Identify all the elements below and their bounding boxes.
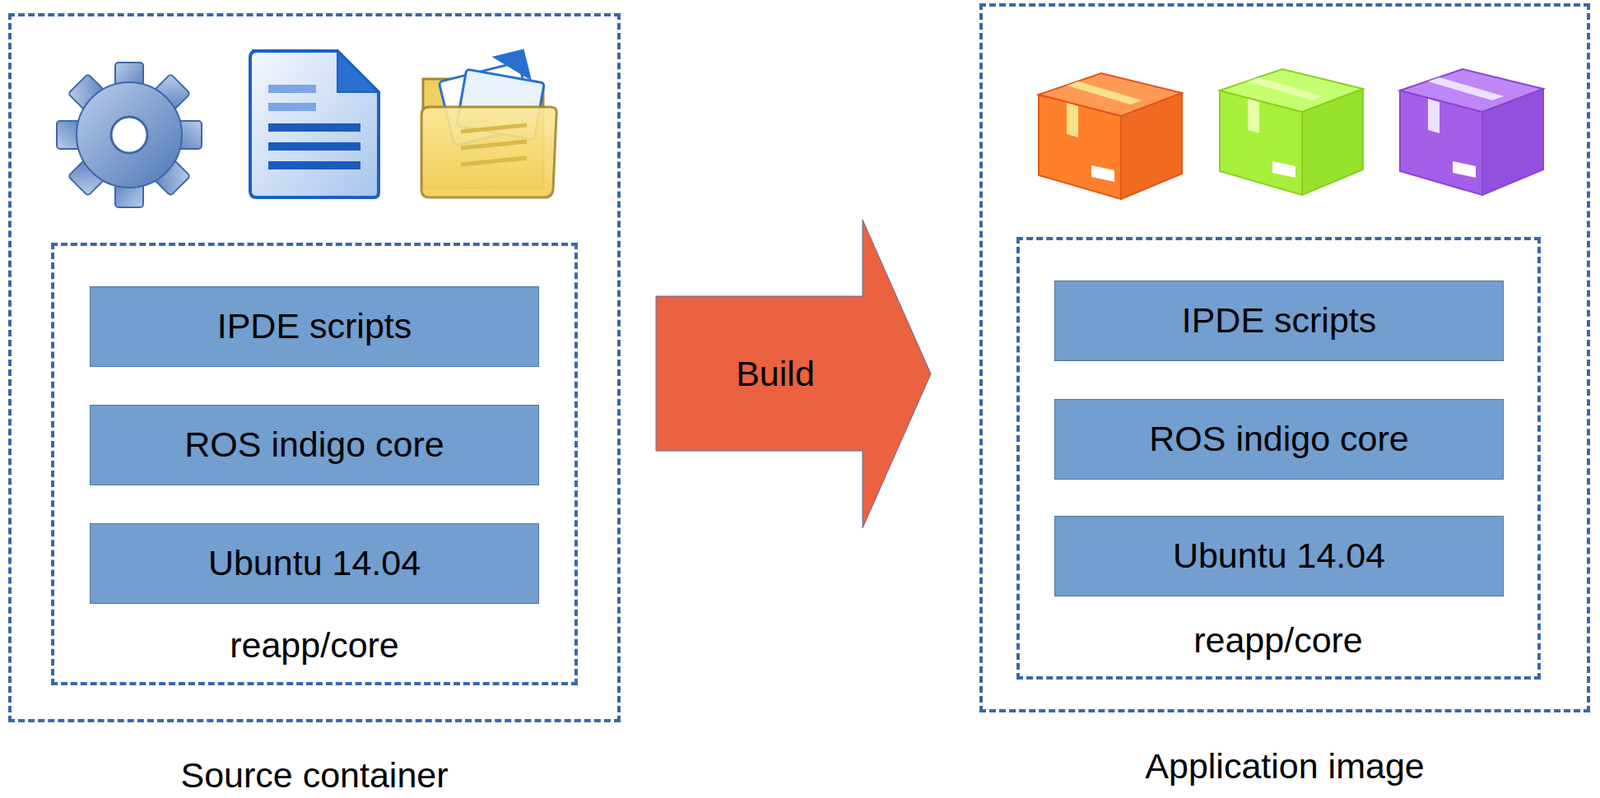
layer-band: IPDE scripts bbox=[1054, 280, 1504, 362]
package-icon bbox=[1400, 69, 1544, 196]
layer-band: ROS indigo core bbox=[1054, 399, 1504, 480]
image-name: reapp/core bbox=[1193, 620, 1363, 661]
arrow-label: Build bbox=[735, 353, 815, 395]
layer-band: Ubuntu 14.04 bbox=[1054, 516, 1504, 597]
package-icon bbox=[1038, 73, 1182, 200]
gear-icon bbox=[56, 62, 202, 208]
folder-icon bbox=[421, 48, 557, 198]
layer-band: Ubuntu 14.04 bbox=[89, 523, 540, 605]
build-arrow: Build bbox=[655, 219, 931, 529]
container-title: Application image bbox=[1144, 746, 1424, 787]
document-icon bbox=[250, 51, 379, 198]
package-icon bbox=[1219, 69, 1363, 196]
layer-label: IPDE scripts bbox=[217, 306, 413, 347]
layer-label: ROS indigo core bbox=[184, 424, 445, 466]
layer-band: IPDE scripts bbox=[89, 286, 540, 368]
container-box: Source containerreapp/coreIPDE scriptsRO… bbox=[8, 13, 621, 723]
layer-band: ROS indigo core bbox=[89, 404, 540, 486]
layer-label: Ubuntu 14.04 bbox=[1172, 535, 1386, 577]
container-box: Application imagereapp/coreIPDE scriptsR… bbox=[979, 3, 1591, 713]
layer-label: Ubuntu 14.04 bbox=[208, 543, 421, 584]
container-title: Source container bbox=[180, 755, 448, 796]
image-box: reapp/core IPDE scriptsROS indigo coreUbu… bbox=[1016, 237, 1541, 680]
image-name: reapp/core bbox=[229, 625, 400, 666]
layer-label: IPDE scripts bbox=[1181, 300, 1377, 341]
arrow-outline bbox=[655, 219, 931, 529]
layer-label: ROS indigo core bbox=[1148, 418, 1410, 460]
image-box: reapp/core IPDE scriptsROS indigo coreUbu… bbox=[51, 242, 578, 686]
